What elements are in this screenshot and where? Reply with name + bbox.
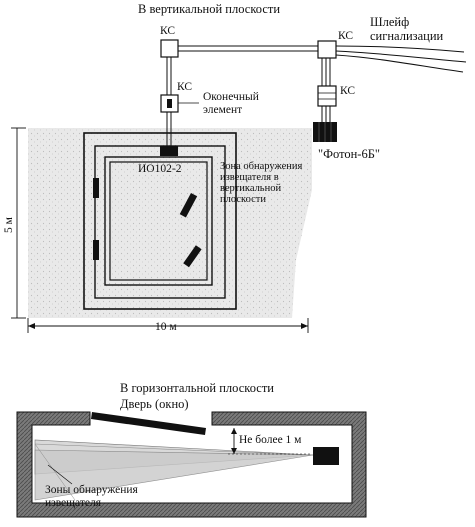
- magnet: [183, 245, 202, 268]
- loop-label-line1: Шлейф: [370, 15, 409, 29]
- zone-label-line2: извещателя в: [220, 172, 279, 183]
- wall-surface: [28, 128, 312, 318]
- ks-label-1: КС: [160, 25, 175, 37]
- detector-horizontal: [313, 447, 339, 465]
- junction-box-3: [317, 40, 337, 59]
- end-element-label-line2: элемент: [203, 104, 242, 116]
- bottom-title: В горизонтальной плоскости: [120, 381, 274, 395]
- door-frame-inner: [109, 161, 208, 281]
- distance-label: Не более 1 м: [239, 434, 302, 446]
- junction-box-4: [317, 85, 337, 107]
- ks-label-4: КС: [340, 85, 355, 97]
- room-walls: [16, 411, 367, 518]
- end-element-label-line1: Оконечный: [203, 91, 259, 103]
- zones-label-line1: Зоны обнаружения: [45, 484, 139, 496]
- ks-label-2: КС: [177, 81, 192, 93]
- zones-label-line2: извещателя: [45, 497, 102, 509]
- zone-label-line3: вертикальной: [220, 183, 281, 194]
- door-leaf: [91, 412, 206, 435]
- leader-line: [47, 464, 73, 485]
- hinge: [93, 240, 99, 260]
- detector-device: [160, 146, 178, 156]
- junction-box-1: [160, 39, 179, 58]
- detection-zone-outer: [83, 132, 237, 310]
- detection-beam-2: [34, 449, 314, 501]
- device-label: "Фотон-6Б": [318, 147, 380, 161]
- loop-label-line2: сигнализации: [370, 29, 444, 43]
- zone-label-line4: плоскости: [220, 194, 266, 205]
- hinge: [93, 178, 99, 198]
- magnet: [179, 192, 198, 218]
- height-dimension-label: 5 м: [3, 216, 15, 233]
- end-element-symbol: [167, 99, 172, 108]
- loop-out-wire: [335, 54, 464, 73]
- ks-label-3: КС: [338, 30, 353, 42]
- loop-out-wire: [335, 50, 467, 63]
- top-title: В вертикальной плоскости: [138, 2, 280, 16]
- zone-label-line1: Зона обнаружения: [220, 161, 303, 172]
- loop-out-wire: [335, 45, 465, 53]
- detector-label: ИО102-2: [138, 163, 182, 175]
- width-dimension-label: 10 м: [155, 321, 177, 333]
- junction-box-2: [160, 94, 179, 113]
- detection-beam-edge: [34, 443, 314, 501]
- door-label: Дверь (окно): [120, 397, 189, 411]
- door-frame-outer: [104, 156, 213, 286]
